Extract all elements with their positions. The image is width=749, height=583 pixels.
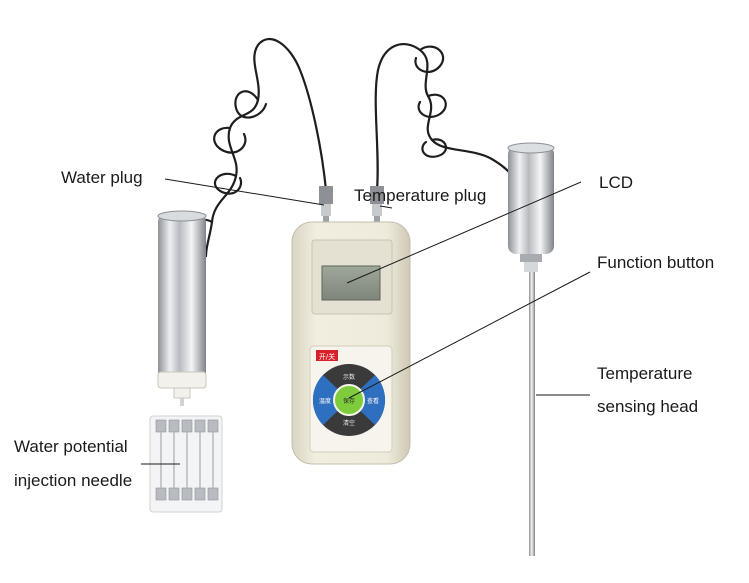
water-probe [157, 210, 207, 406]
label-temperature-sensing-head-line2: sensing head [597, 397, 699, 416]
leader-lines [141, 178, 591, 465]
meter-device: 开/关 示数 温度 保存 查看 清空 [291, 221, 411, 465]
key-right[interactable] [349, 375, 386, 425]
label-injection-needle-line1: Water potential [14, 437, 128, 456]
key-left[interactable] [312, 375, 349, 425]
key-center-label: 保存 [343, 397, 355, 405]
key-right-label: 查看 [367, 397, 379, 405]
key-bottom-label: 清空 [343, 419, 355, 427]
power-button-label: 开/关 [319, 352, 335, 361]
key-left-label: 温度 [319, 397, 331, 405]
label-temperature-plug: Temperature plug [354, 186, 487, 205]
label-function-button: Function button [597, 253, 715, 272]
power-button[interactable] [316, 350, 338, 361]
label-lcd: LCD [599, 173, 634, 192]
key-top-label: 示数 [343, 373, 355, 381]
key-center[interactable] [333, 384, 365, 416]
needle-pack [149, 415, 223, 513]
label-injection-needle-line2: injection needle [14, 471, 133, 490]
label-water-plug: Water plug [61, 168, 143, 187]
label-temperature-sensing-head-line1: Temperature [597, 364, 693, 383]
temperature-probe [507, 142, 555, 556]
lcd-screen [321, 265, 381, 301]
temperature-rod [529, 272, 535, 556]
